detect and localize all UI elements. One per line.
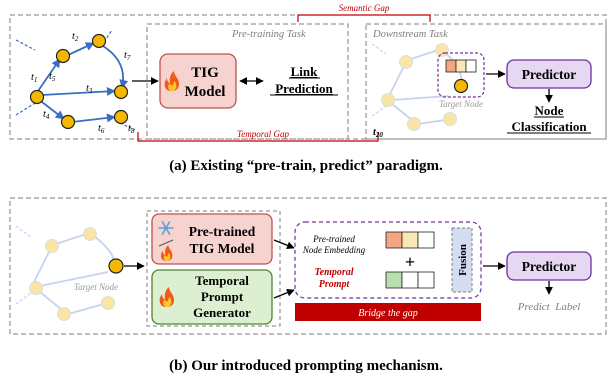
generator-to-prompt-arrow: [273, 288, 295, 299]
graph-edge: [15, 102, 36, 116]
pretrained-tig-box: [151, 213, 273, 265]
pretrained-tig-label: Pre-trained: [189, 224, 256, 239]
graph-edge: [119, 122, 136, 131]
semantic-gap-label: Semantic Gap: [339, 3, 390, 13]
prompt-cell: [385, 271, 403, 289]
bridge-gap-bar: [295, 303, 481, 321]
graph-edge: [102, 45, 129, 89]
fire-icon: [159, 287, 174, 307]
bridge-gap-label: Bridge the gap: [358, 308, 417, 319]
temporal-prompt-label-2: Prompt: [319, 279, 351, 290]
time-label-t5: t5: [49, 71, 56, 83]
target-node-box-a: [437, 52, 485, 98]
temporal-gap-label: Temporal Gap: [237, 129, 289, 139]
temporal-gap-bracket: [137, 132, 379, 142]
panel-b-frame: [9, 197, 607, 335]
target-node-b: [108, 258, 124, 274]
graph-edge: [15, 39, 36, 51]
fire-icon: [160, 245, 173, 261]
plus-sign: +: [405, 252, 415, 272]
predictor-label-b: Predictor: [522, 259, 576, 274]
target-node-label-a: Target Node: [439, 99, 483, 109]
downstream-task-label: Downstream Task: [372, 29, 448, 40]
embedding-cell: [401, 231, 419, 249]
tig-to-embedding-arrow: [273, 239, 295, 250]
target-node: [453, 78, 469, 94]
graph-edge: [35, 58, 61, 95]
time-label-t3: t3: [86, 83, 93, 95]
temporal-prompt-label: Temporal: [314, 267, 353, 278]
pretraining-frame: [146, 23, 349, 140]
prompt-generator-box: [151, 269, 273, 325]
time-label-t7: t7: [124, 50, 131, 62]
caption-a: (a) Existing “pre-train, predict” paradi…: [169, 158, 443, 174]
snowflake-icon: [158, 221, 174, 235]
tig-model-label: TIG: [191, 65, 219, 81]
time-label-t2: t2: [72, 31, 79, 43]
graph-node: [113, 109, 129, 125]
models-frame: [146, 210, 281, 327]
caption-b: (b) Our introduced prompting mechanism.: [169, 358, 443, 374]
graph-edge: [41, 86, 116, 96]
graph-node: [55, 48, 71, 64]
tig-model-box: [159, 53, 237, 109]
panel-a: Semantic Gap Pre-training Task Downstrea…: [9, 3, 607, 174]
prompt-generator-label: Temporal: [195, 273, 249, 288]
downstream-frame: [365, 23, 607, 140]
temporal-graph: t1 t2 t3 t4 t5 t6 t7 t8: [15, 29, 136, 135]
pretrained-embedding-label: Pre-trained: [312, 234, 355, 244]
faded-graph-b: [15, 225, 115, 321]
embedding-cell: [417, 231, 435, 249]
node-classification-label-2: Classification: [511, 119, 587, 134]
link-prediction-label: Link: [291, 64, 319, 79]
link-prediction-label-2: Prediction: [275, 81, 333, 96]
freeze-fire-divider: [158, 239, 174, 247]
predictor-box-b: [506, 251, 592, 281]
time-label-t6: t6: [98, 123, 105, 135]
time-label-t4: t4: [43, 109, 50, 121]
fire-icon: [164, 71, 179, 91]
graph-edge: [71, 113, 116, 123]
faded-graph-a: [371, 43, 463, 131]
graph-edge: [41, 101, 65, 120]
prompt-cell: [417, 271, 435, 289]
pretraining-task-label: Pre-training Task: [231, 29, 306, 40]
semantic-gap-bracket: [297, 14, 431, 22]
predict-label-text: Predict Label: [517, 301, 581, 313]
prompt-region: [294, 221, 482, 299]
prompt-generator-label-2: Prompt: [201, 289, 244, 304]
embedding-cell: [455, 59, 467, 73]
graph-node: [60, 114, 76, 130]
fusion-box: [451, 227, 473, 293]
embedding-cell: [445, 59, 457, 73]
target-node-label-b: Target Node: [74, 282, 118, 292]
prompt-cell: [401, 271, 419, 289]
graph-node: [113, 84, 129, 100]
pretrained-tig-label-2: TIG Model: [190, 241, 255, 256]
graph-edge: [67, 42, 95, 56]
graph-node: [29, 89, 45, 105]
fusion-label: Fusion: [457, 244, 469, 276]
pretrained-embedding-label-2: Node Embedding: [302, 245, 366, 255]
time-label-t8: t8: [128, 123, 135, 135]
tig-model-label-2: Model: [185, 84, 226, 100]
predictor-label-a: Predictor: [522, 67, 576, 82]
time-label-t1: t1: [31, 72, 37, 84]
embedding-cell: [465, 59, 477, 73]
graph-node: [91, 33, 107, 49]
prompt-generator-label-3: Generator: [193, 305, 251, 320]
embedding-cell: [385, 231, 403, 249]
node-classification-label: Node: [535, 103, 564, 118]
time-label-t20: t20: [373, 127, 383, 139]
predictor-box-a: [506, 59, 592, 89]
panel-b: Target Node Pre-trained TIG Model Tempor…: [9, 197, 607, 374]
